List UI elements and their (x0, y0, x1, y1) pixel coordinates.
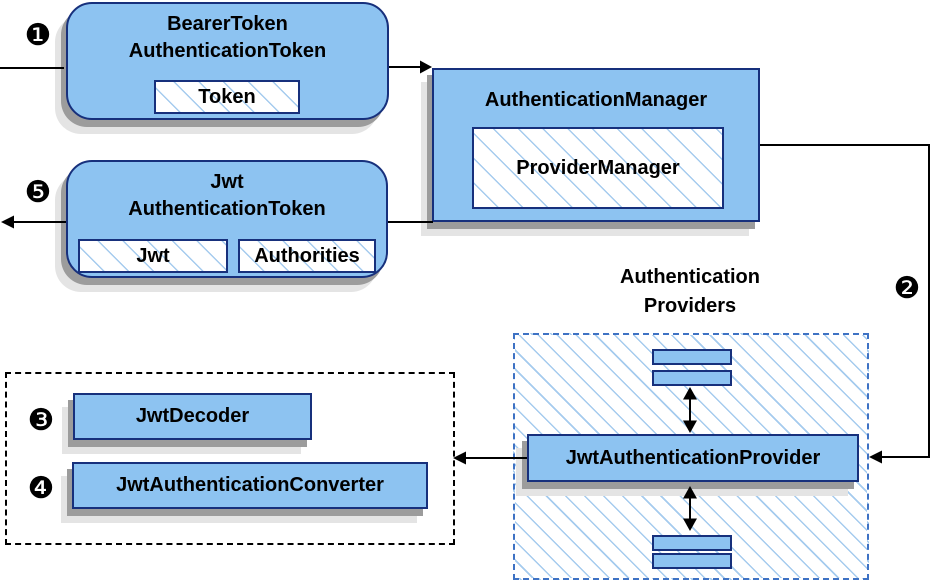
provider-placeholder-bar-top-2 (652, 370, 732, 386)
arrow-response-out-icon (1, 215, 66, 229)
jwt-decoder-label: JwtDecoder (135, 405, 250, 427)
jwt-inner-box: Jwt (78, 239, 228, 273)
authentication-manager-node: AuthenticationManager ProviderManager (432, 68, 760, 222)
authentication-manager-title: AuthenticationManager (434, 87, 758, 114)
jwt-authentication-token-node: Jwt AuthenticationToken Jwt Authorities (66, 160, 388, 278)
jwt-decoder-node: JwtDecoder (73, 393, 312, 440)
bearer-token-title-line2: AuthenticationToken (128, 40, 327, 62)
authentication-manager-title-text: AuthenticationManager (484, 89, 708, 111)
step-4-badge: ❹ (27, 472, 55, 505)
provider-placeholder-bar-bottom-1 (652, 535, 732, 551)
authorities-label: Authorities (254, 244, 360, 267)
authentication-providers-label-line2: Providers (643, 295, 737, 317)
authorities-inner-box: Authorities (238, 239, 376, 273)
step-5-badge: ❺ (24, 176, 52, 209)
step-3-badge: ❸ (27, 404, 55, 437)
jwt-authentication-token-title: Jwt AuthenticationToken (68, 169, 386, 223)
provider-manager-label: ProviderManager (516, 156, 680, 179)
token-inner-box: Token (154, 80, 300, 114)
jwt-authentication-converter-label: JwtAuthenticationConverter (116, 474, 384, 496)
authentication-providers-label: Authentication Providers (560, 263, 820, 321)
provider-placeholder-bar-bottom-2 (652, 553, 732, 569)
step-2-badge: ❷ (893, 272, 921, 305)
jwt-label: Jwt (136, 244, 170, 267)
jwt-authentication-token-title-line2: AuthenticationToken (128, 198, 326, 220)
bearer-token-title: BearerToken AuthenticationToken (68, 11, 387, 65)
provider-placeholder-bar-top-1 (652, 349, 732, 365)
provider-manager-inner-box: ProviderManager (472, 127, 724, 209)
bearer-token-authentication-token-node: BearerToken AuthenticationToken Token (66, 2, 389, 120)
jwt-authentication-provider-node: JwtAuthenticationProvider (527, 434, 859, 482)
arrow-bearer-to-manager-icon (389, 60, 432, 74)
jwt-authentication-token-title-line1: Jwt (210, 171, 244, 193)
token-label: Token (198, 85, 256, 108)
step-1-badge: ❶ (24, 19, 52, 52)
bearer-token-title-line1: BearerToken (167, 13, 288, 35)
authentication-providers-label-line1: Authentication (620, 266, 760, 288)
jwt-authentication-provider-label: JwtAuthenticationProvider (565, 446, 821, 469)
jwt-authentication-converter-node: JwtAuthenticationConverter (72, 462, 428, 509)
